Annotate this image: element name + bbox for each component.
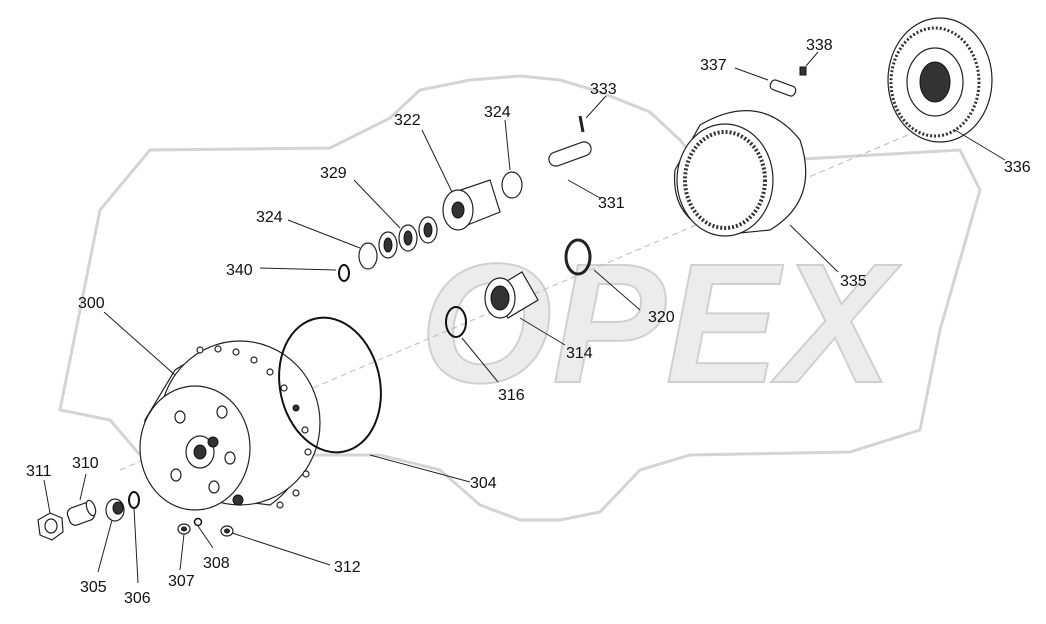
label-310: 310 <box>72 455 99 472</box>
part-labels: 300 304 305 306 307 308 310 311 312 314 … <box>26 37 1031 607</box>
label-329: 329 <box>320 165 347 182</box>
part-336-flange-gear <box>887 17 993 143</box>
label-300: 300 <box>78 295 105 312</box>
label-304: 304 <box>470 475 497 492</box>
label-335: 335 <box>840 273 867 290</box>
part-312-plug <box>220 525 234 537</box>
watermark-text: OPEX <box>420 229 901 419</box>
label-331: 331 <box>598 195 625 212</box>
part-324-washer-front <box>358 242 378 270</box>
opex-watermark: OPEX <box>58 74 982 522</box>
label-305: 305 <box>80 579 107 596</box>
part-307-plug <box>177 523 191 535</box>
part-311-nut <box>37 512 64 541</box>
label-307: 307 <box>168 573 195 590</box>
part-333-roll-pin <box>578 115 585 133</box>
label-333: 333 <box>590 81 617 98</box>
label-312: 312 <box>334 559 361 576</box>
part-305-bushing <box>105 498 125 522</box>
label-314: 314 <box>566 345 593 362</box>
part-335-ring-gear <box>673 109 807 237</box>
label-340: 340 <box>226 262 253 279</box>
assembly-axis <box>119 99 991 471</box>
label-316: 316 <box>498 387 525 404</box>
part-324-washer-rear <box>501 171 523 199</box>
part-300-hub-housing <box>139 340 321 511</box>
part-306-ring <box>128 491 140 509</box>
label-320: 320 <box>648 309 675 326</box>
label-337: 337 <box>700 57 727 74</box>
label-308: 308 <box>203 555 230 572</box>
label-336: 336 <box>1004 159 1031 176</box>
part-314-sun-gear <box>484 271 539 319</box>
part-322-planet-gear <box>442 179 501 231</box>
label-306: 306 <box>124 590 151 607</box>
label-311: 311 <box>26 463 52 480</box>
part-331-pin <box>548 141 592 167</box>
label-322: 322 <box>394 112 421 129</box>
part-338-screw <box>799 66 807 76</box>
leader-lines <box>43 51 1006 584</box>
part-340-ring <box>338 264 350 282</box>
part-337-lock-plate <box>769 79 797 97</box>
part-316-snap-ring <box>445 306 467 338</box>
label-338: 338 <box>806 37 833 54</box>
part-308-washer <box>193 517 203 527</box>
part-320-thrust-ring <box>564 238 592 276</box>
part-329-needle-bearings <box>378 216 438 259</box>
label-324-rear: 324 <box>484 104 511 121</box>
label-324-front: 324 <box>256 209 283 226</box>
part-304-o-ring <box>278 316 382 454</box>
part-310-cylinder <box>66 499 97 526</box>
